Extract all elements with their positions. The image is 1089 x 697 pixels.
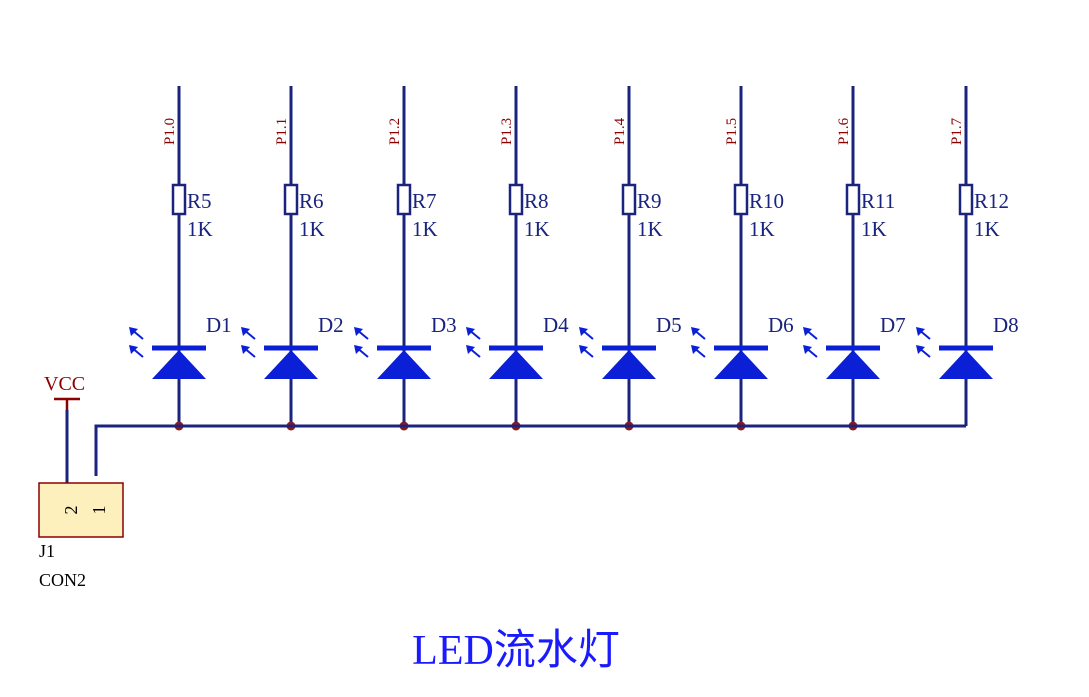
- resistor-value-label: 1K: [861, 217, 887, 241]
- diode-triangle: [939, 350, 993, 379]
- net-label: P1.6: [836, 117, 852, 145]
- net-label: P1.1: [274, 118, 290, 145]
- led-emission-arrow-head: [466, 327, 475, 336]
- diode-triangle: [489, 350, 543, 379]
- connector-pin-1-label: 1: [89, 506, 109, 515]
- diode-ref-label: D4: [543, 313, 569, 337]
- led-emission-arrow-head: [579, 327, 588, 336]
- net-label: P1.7: [949, 117, 965, 145]
- common-bus-wire: [94, 424, 966, 476]
- resistor-body: [845, 183, 861, 216]
- diode-ref-label: D3: [431, 313, 457, 337]
- vcc-power-port: VCC: [44, 373, 85, 483]
- led-emission-arrow-head: [129, 345, 138, 354]
- resistor-ref-label: R12: [974, 189, 1009, 213]
- resistor-body: [958, 183, 974, 216]
- resistor-body: [621, 183, 637, 216]
- diode-ref-label: D8: [993, 313, 1019, 337]
- connector-body: [38, 482, 124, 538]
- net-label: P1.5: [724, 118, 740, 145]
- led-emission-arrow-head: [916, 345, 925, 354]
- led-emission-arrow-head: [466, 345, 475, 354]
- net-label: P1.2: [387, 118, 403, 145]
- led-emission-arrow-head: [916, 327, 925, 336]
- led-emission-arrow-head: [241, 327, 250, 336]
- resistor-body: [396, 183, 412, 216]
- diode-ref-label: D6: [768, 313, 794, 337]
- resistor-ref-label: R8: [524, 189, 549, 213]
- led-channel: P1.2R7 1K D3: [354, 86, 457, 431]
- resistor-value-label: 1K: [187, 217, 213, 241]
- net-label: P1.0: [162, 118, 178, 145]
- led-channel: P1.0R5 1K D1: [129, 86, 232, 431]
- resistor-ref-label: R10: [749, 189, 784, 213]
- diode-triangle: [152, 350, 206, 379]
- resistor-body: [171, 183, 187, 216]
- diode-ref-label: D7: [880, 313, 906, 337]
- led-emission-arrow-head: [129, 327, 138, 336]
- diagram-title: LED流水灯: [412, 628, 620, 674]
- led-channel: P1.1R6 1K D2: [241, 86, 344, 431]
- led-emission-arrow-head: [354, 345, 363, 354]
- resistor-body: [733, 183, 749, 216]
- led-channels: P1.0R5 1K D1 P1.1R6 1K D2 P1.2R7 1K D3 P1.3R8 1K D4…: [129, 86, 1019, 431]
- resistor-value-label: 1K: [637, 217, 663, 241]
- diode-triangle: [377, 350, 431, 379]
- net-label: P1.3: [499, 118, 515, 145]
- diode-ref-label: D1: [206, 313, 232, 337]
- connector-pin-2-label: 2: [61, 506, 81, 515]
- diode-ref-label: D2: [318, 313, 344, 337]
- net-label: P1.4: [612, 117, 628, 145]
- resistor-value-label: 1K: [749, 217, 775, 241]
- led-channel: P1.3R8 1K D4: [466, 86, 569, 431]
- resistor-ref-label: R9: [637, 189, 662, 213]
- resistor-ref-label: R7: [412, 189, 437, 213]
- led-emission-arrow-head: [354, 327, 363, 336]
- resistor-ref-label: R6: [299, 189, 324, 213]
- resistor-value-label: 1K: [974, 217, 1000, 241]
- vcc-label: VCC: [44, 373, 85, 395]
- diode-triangle: [714, 350, 768, 379]
- led-emission-arrow-head: [579, 345, 588, 354]
- diode-triangle: [602, 350, 656, 379]
- led-emission-arrow-head: [241, 345, 250, 354]
- diode-triangle: [826, 350, 880, 379]
- connector-j1: 2 1 J1 CON2: [38, 482, 124, 590]
- resistor-value-label: 1K: [524, 217, 550, 241]
- resistor-ref-label: R5: [187, 189, 212, 213]
- diode-ref-label: D5: [656, 313, 682, 337]
- led-channel: P1.4R9 1K D5: [579, 86, 682, 431]
- resistor-body: [508, 183, 524, 216]
- connector-ref-label: J1: [39, 541, 55, 561]
- led-emission-arrow-head: [691, 327, 700, 336]
- resistor-value-label: 1K: [299, 217, 325, 241]
- led-emission-arrow-head: [803, 345, 812, 354]
- led-emission-arrow-head: [803, 327, 812, 336]
- connector-value-label: CON2: [39, 570, 86, 590]
- diode-triangle: [264, 350, 318, 379]
- resistor-ref-label: R11: [861, 189, 895, 213]
- resistor-value-label: 1K: [412, 217, 438, 241]
- led-emission-arrow-head: [691, 345, 700, 354]
- resistor-body: [283, 183, 299, 216]
